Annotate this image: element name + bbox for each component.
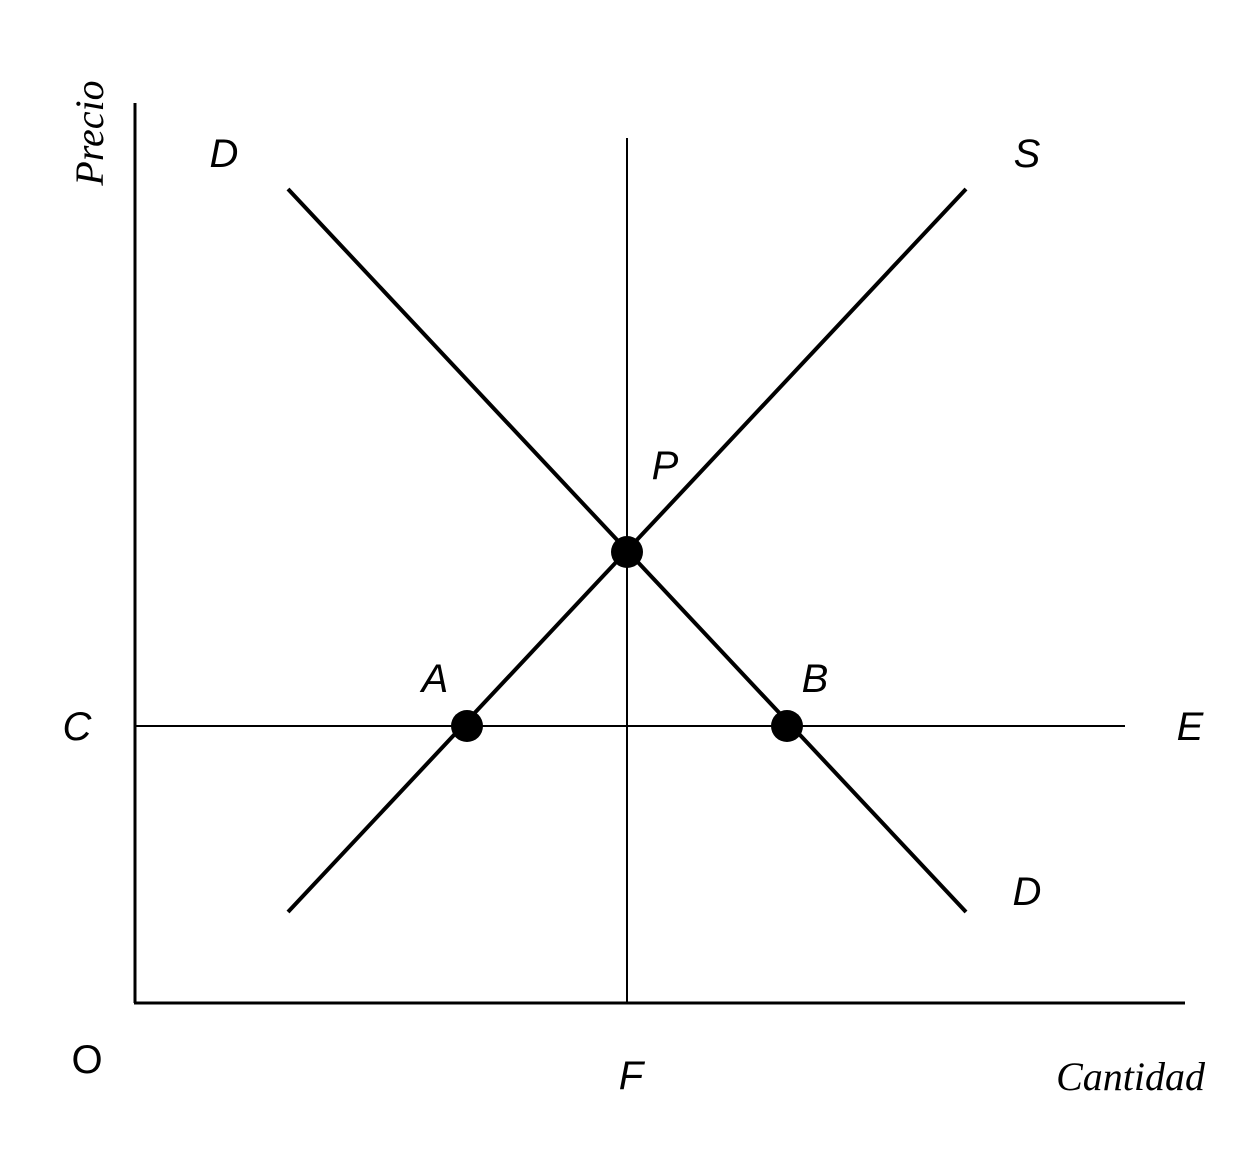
equilibrium-label: P: [652, 444, 679, 488]
supply-label: S: [1014, 132, 1041, 176]
demand-top-label: D: [210, 132, 239, 176]
y-axis-label: Precio: [67, 80, 112, 186]
supply-intersection-point: [451, 710, 483, 742]
quantity-level-label: F: [619, 1054, 646, 1098]
equilibrium-point: [611, 536, 643, 568]
price-level-left-label: C: [63, 705, 93, 749]
supply-intersection-label: A: [420, 657, 449, 701]
price-level-right-label: E: [1177, 705, 1205, 749]
origin-label: O: [71, 1038, 102, 1082]
x-axis-label: Cantidad: [1056, 1054, 1206, 1099]
demand-intersection-label: B: [802, 657, 829, 701]
demand-intersection-point: [771, 710, 803, 742]
demand-bottom-label: D: [1013, 870, 1042, 914]
